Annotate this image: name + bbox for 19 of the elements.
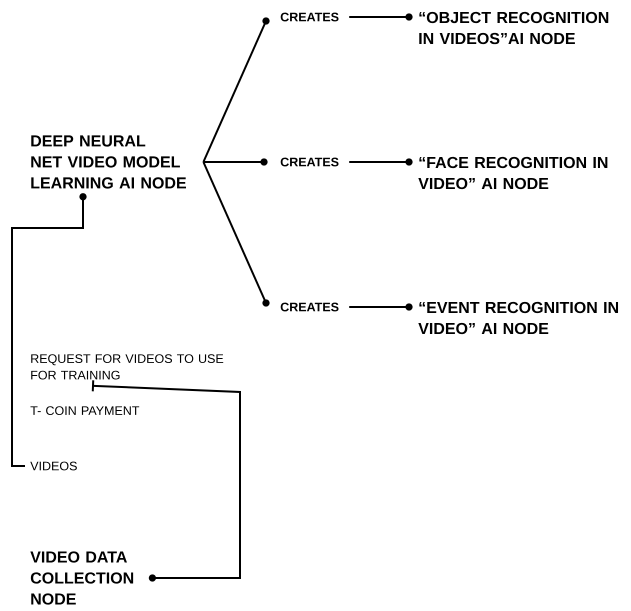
annotation-text: T- COIN PAYMENT — [30, 406, 140, 416]
node-label: VIDEO DATA COLLECTION NODE — [30, 551, 134, 605]
relation-label: CREATES — [280, 302, 338, 312]
connector — [203, 158, 268, 166]
node-label: DEEP NEURAL NET VIDEO MODEL LEARNING AI NODE — [31, 135, 186, 189]
relation-label: CREATES — [280, 158, 338, 166]
connector — [349, 158, 413, 166]
flow-label: REQUEST FOR VIDEOS TO USE FOR TRAINING — [31, 354, 224, 380]
node-label: “EVENT RECOGNITION IN VIDEO” AI NODE — [418, 302, 618, 334]
relation-label: CREATES — [280, 12, 338, 22]
node-label: “OBJECT RECOGNITION IN VIDEOS”AI NODE — [419, 12, 608, 44]
connector — [202, 17, 270, 162]
node-label: “FACE RECOGNITION IN VIDEO” AI NODE — [418, 156, 608, 190]
connector — [92, 380, 241, 582]
connector — [349, 303, 413, 311]
flow-label: VIDEOS — [30, 462, 77, 470]
connector — [11, 193, 87, 467]
connector — [349, 13, 413, 21]
connector — [202, 162, 270, 307]
